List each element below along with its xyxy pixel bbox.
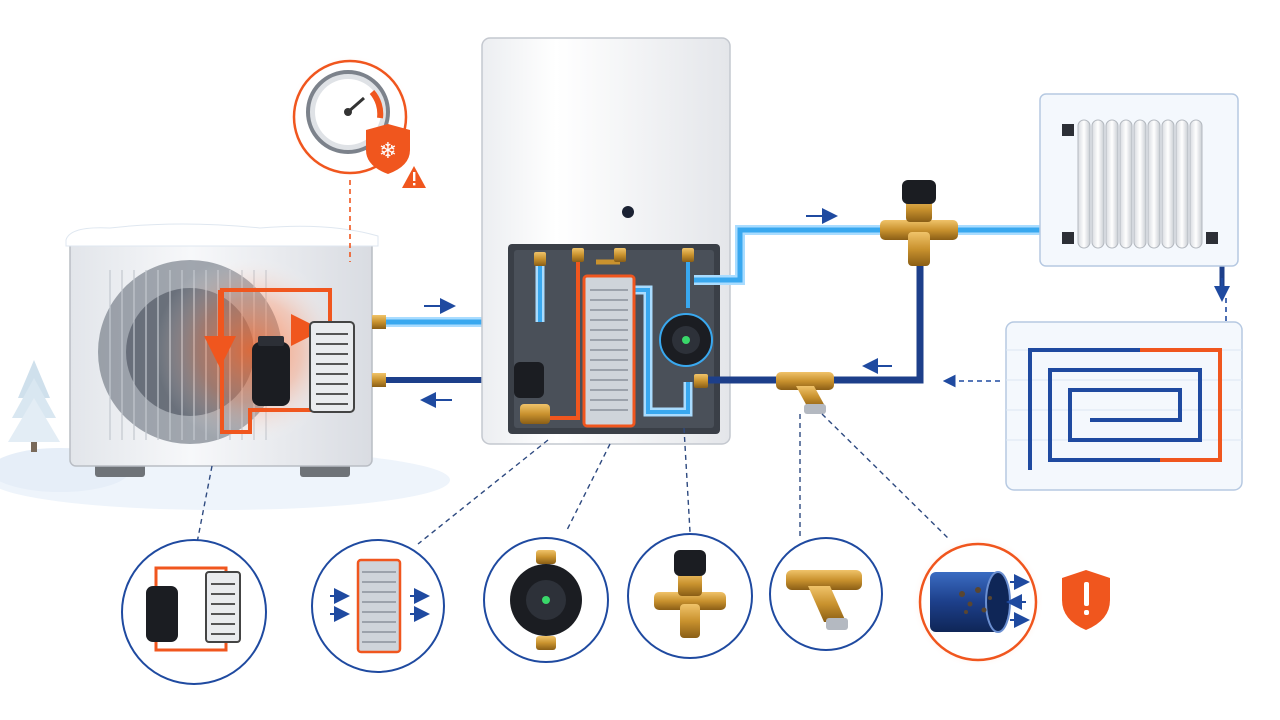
frost-protection-shield-icon: ❄ xyxy=(366,124,410,174)
heat-exchanger-detail xyxy=(311,539,445,673)
leader-lines xyxy=(195,413,951,549)
clogged-pipe-detail xyxy=(912,536,1044,668)
strainer-detail xyxy=(769,537,883,651)
circulation-pump-detail xyxy=(483,537,609,663)
pressure-gauge-callout: ❄ xyxy=(288,55,426,262)
warning-triangle-icon xyxy=(402,166,426,188)
svg-text:❄: ❄ xyxy=(379,139,397,164)
heat-glow xyxy=(155,255,345,445)
internal-piping xyxy=(535,259,693,420)
snowy-tree-icon xyxy=(8,360,60,452)
inlet-valve xyxy=(514,362,544,398)
underfloor-heating-loop xyxy=(1005,321,1243,491)
compressor-icon xyxy=(252,336,290,406)
alert-shield-icon xyxy=(1062,570,1110,630)
status-indicator-icon xyxy=(622,206,634,218)
refrigerant-circuit-detail xyxy=(121,539,267,685)
condenser-coil-icon xyxy=(309,321,355,413)
radiator xyxy=(1039,93,1239,267)
module-fittings xyxy=(520,248,708,424)
three-way-mixing-valve xyxy=(880,180,958,266)
plate-heat-exchanger xyxy=(582,274,636,428)
circulation-pump xyxy=(659,313,713,367)
outdoor-heat-pump-unit xyxy=(65,223,386,477)
mixing-valve-detail xyxy=(627,533,753,659)
y-strainer xyxy=(776,372,834,414)
